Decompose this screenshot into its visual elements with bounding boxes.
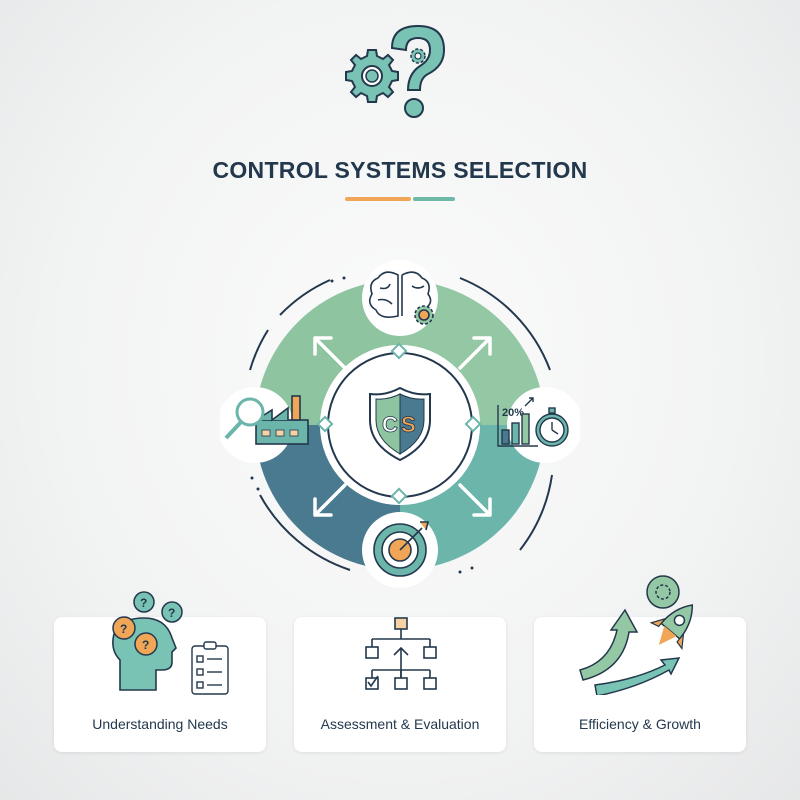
card-label: Assessment & Evaluation [320, 716, 480, 732]
card-efficiency-growth: Efficiency & Growth [534, 617, 746, 752]
svg-text:C: C [382, 412, 398, 437]
svg-text:20%: 20% [502, 407, 524, 419]
chart-stopwatch-icon: 20% [497, 397, 569, 447]
magnifier-factory-icon [224, 395, 309, 445]
svg-text:S: S [401, 412, 416, 437]
page-title: CONTROL SYSTEMS SELECTION [212, 157, 588, 183]
head-lightbulbs-checklist-icon: ? ? ? ? [112, 591, 229, 695]
title-underline [345, 197, 455, 201]
gear-question-icon [345, 24, 446, 118]
target-arrow-icon [373, 521, 430, 577]
card-label: Efficiency & Growth [579, 716, 701, 732]
hierarchy-flowchart-icon [365, 617, 437, 690]
svg-text:?: ? [168, 606, 175, 620]
cycle-diagram: 20% C S [220, 260, 580, 588]
svg-text:?: ? [142, 638, 149, 652]
underline-teal [413, 197, 455, 201]
segment-bottom-left [255, 425, 400, 570]
segment-top-right [400, 280, 545, 425]
svg-text:?: ? [140, 596, 147, 610]
svg-text:?: ? [120, 622, 127, 636]
brain-gear-icon [368, 271, 434, 325]
underline-orange [345, 197, 411, 201]
rocket-growth-icon [579, 575, 694, 695]
card-label: Understanding Needs [92, 716, 228, 732]
shield-icon: C S [369, 386, 431, 462]
